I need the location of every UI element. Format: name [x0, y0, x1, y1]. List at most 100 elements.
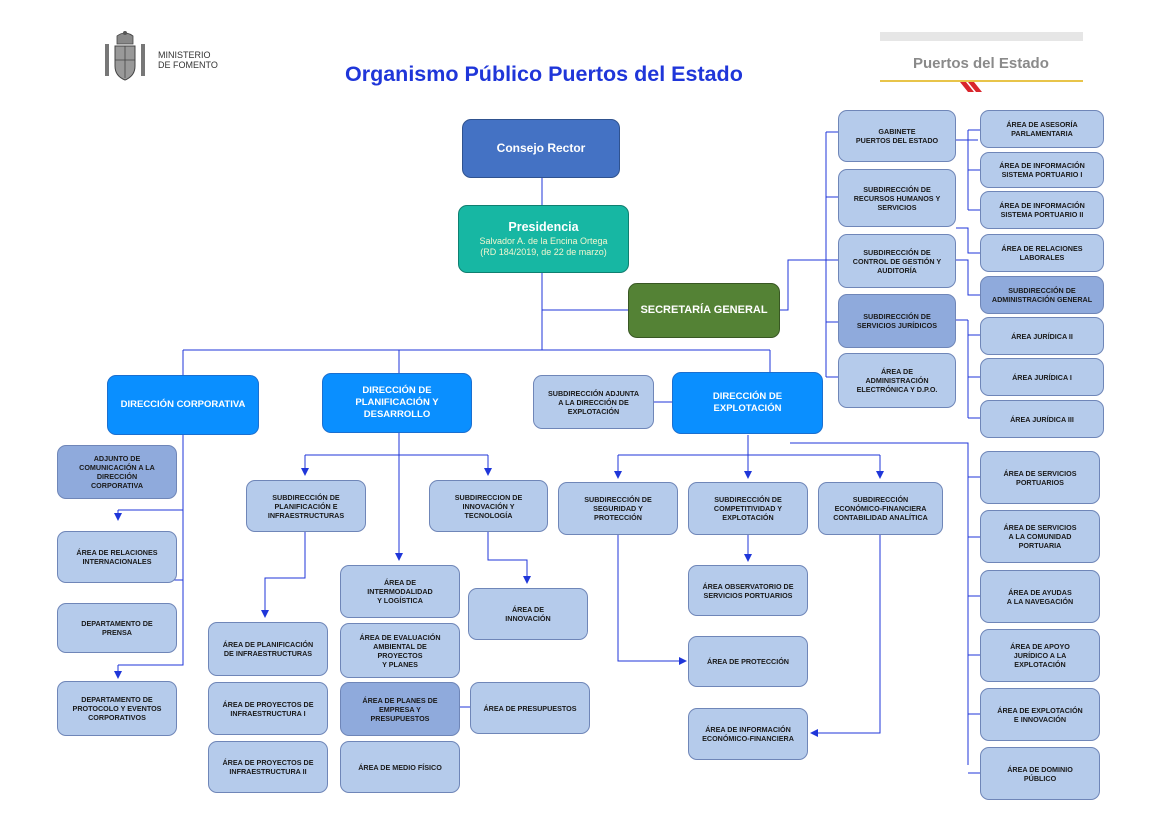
- direccion-corporativa-box: DIRECCIÓN CORPORATIVA: [107, 375, 259, 435]
- coat-of-arms-icon: [105, 31, 145, 81]
- explotacion-area: ÁREA DE INFORMACIÓN ECONÓMICO-FINANCIERA: [688, 708, 808, 760]
- area-label: ÁREA DE PLANIFICACIÓN DE INFRAESTRUCTURA…: [222, 640, 314, 658]
- secretaria-area: SUBDIRECCIÓN DE ADMINISTRACIÓN GENERAL: [980, 276, 1104, 314]
- corporativa-unit: ADJUNTO DE COMUNICACIÓN A LA DIRECCIÓN C…: [57, 445, 177, 499]
- consejo-rector-label: Consejo Rector: [496, 141, 586, 155]
- explotacion-right-area: ÁREA DE DOMINIO PÚBLICO: [980, 747, 1100, 800]
- area-label: ÁREA DE PROTECCIÓN: [707, 657, 789, 666]
- brand-underline: [880, 80, 1083, 82]
- direction-label: DIRECCIÓN DE PLANIFICACIÓN Y DESARROLLO: [355, 385, 439, 420]
- explotacion-right-area: ÁREA DE SERVICIOS A LA COMUNIDAD PORTUAR…: [980, 510, 1100, 563]
- area-label: ÁREA DE PROYECTOS DE INFRAESTRUCTURA II: [222, 758, 314, 776]
- area-label: ÁREA DE APOYO JURÍDICO A LA EXPLOTACIÓN: [1010, 642, 1070, 669]
- explotacion-area: ÁREA OBSERVATORIO DE SERVICIOS PORTUARIO…: [688, 565, 808, 616]
- unit-label: ADJUNTO DE COMUNICACIÓN A LA DIRECCIÓN C…: [79, 454, 155, 490]
- brand-name: Puertos del Estado: [913, 55, 1049, 72]
- subdireccion-planificacion-box: SUBDIRECCIÓN DE PLANIFICACIÓN E INFRAEST…: [246, 480, 366, 532]
- planificacion-area: ÁREA DE MEDIO FÍSICO: [340, 741, 460, 793]
- secretaria-area: ÁREA JURÍDICA I: [980, 358, 1104, 396]
- unit-label: SUBDIRECCIÓN ADJUNTA A LA DIRECCIÓN DE E…: [547, 388, 640, 416]
- unit-label: DEPARTAMENTO DE PROTOCOLO Y EVENTOS CORP…: [72, 695, 162, 722]
- secretaria-area: ÁREA DE INFORMACIÓN SISTEMA PORTUARIO I: [980, 152, 1104, 188]
- direccion-planificacion-box: DIRECCIÓN DE PLANIFICACIÓN Y DESARROLLO: [322, 373, 472, 433]
- area-label: ÁREA DE MEDIO FÍSICO: [358, 762, 442, 772]
- presidencia-name: Salvador A. de la Encina Ortega: [479, 235, 608, 246]
- area-label: ÁREA DE SERVICIOS A LA COMUNIDAD PORTUAR…: [1003, 523, 1077, 550]
- area-label: ÁREA DE PRESUPUESTOS: [483, 703, 577, 713]
- brand-bar: [880, 32, 1083, 41]
- ministry-line-1: MINISTERIO: [158, 50, 211, 60]
- unit-label: DEPARTAMENTO DE PRENSA: [81, 619, 153, 637]
- planificacion-area: ÁREA DE PROYECTOS DE INFRAESTRUCTURA I: [208, 682, 328, 735]
- ministry-name: MINISTERIO DE FOMENTO: [158, 50, 218, 71]
- area-label: ÁREA DE INTERMODALIDAD Y LOGÍSTICA: [367, 578, 433, 605]
- area-label: ÁREA DE INNOVACIÓN: [505, 605, 551, 623]
- unit-label: SUBDIRECCIÓN ECONÓMICO-FINANCIERA CONTAB…: [833, 495, 928, 522]
- explotacion-right-area: ÁREA DE SERVICIOS PORTUARIOS: [980, 451, 1100, 504]
- area-label: ÁREA OBSERVATORIO DE SERVICIOS PORTUARIO…: [702, 581, 794, 600]
- corporativa-unit: ÁREA DE RELACIONES INTERNACIONALES: [57, 531, 177, 583]
- area-label: ÁREA DE AYUDAS A LA NAVEGACIÓN: [1006, 587, 1074, 606]
- subdireccion-adjunta-box: SUBDIRECCIÓN ADJUNTA A LA DIRECCIÓN DE E…: [533, 375, 654, 429]
- explotacion-right-area: ÁREA DE EXPLOTACIÓN E INNOVACIÓN: [980, 688, 1100, 741]
- secretaria-unit: ÁREA DE ADMINISTRACIÓN ELECTRÓNICA Y D.P…: [838, 353, 956, 408]
- subdireccion-competitividad-box: SUBDIRECCIÓN DE COMPETITIVIDAD Y EXPLOTA…: [688, 482, 808, 535]
- ministry-line-2: DE FOMENTO: [158, 60, 218, 71]
- area-label: SUBDIRECCIÓN DE ADMINISTRACIÓN GENERAL: [991, 286, 1093, 304]
- presidencia-box: Presidencia Salvador A. de la Encina Ort…: [458, 205, 629, 273]
- planificacion-area: ÁREA DE PROYECTOS DE INFRAESTRUCTURA II: [208, 741, 328, 793]
- planificacion-area: ÁREA DE PLANES DE EMPRESA Y PRESUPUESTOS: [340, 682, 460, 736]
- area-label: ÁREA DE RELACIONES LABORALES: [1001, 244, 1083, 262]
- subdireccion-economico-box: SUBDIRECCIÓN ECONÓMICO-FINANCIERA CONTAB…: [818, 482, 943, 535]
- unit-label: SUBDIRECCIÓN DE RECURSOS HUMANOS Y SERVI…: [853, 184, 941, 212]
- planificacion-area: ÁREA DE PLANIFICACIÓN DE INFRAESTRUCTURA…: [208, 622, 328, 676]
- secretaria-general-label: SECRETARÍA GENERAL: [640, 303, 768, 316]
- secretaria-area: ÁREA DE INFORMACIÓN SISTEMA PORTUARIO II: [980, 191, 1104, 229]
- area-label: ÁREA DE EXPLOTACIÓN E INNOVACIÓN: [997, 705, 1083, 724]
- subdireccion-innovacion-box: SUBDIRECCION DE INNOVACIÓN Y TECNOLOGÍA: [429, 480, 548, 532]
- area-label: ÁREA DE SERVICIOS PORTUARIOS: [1003, 468, 1077, 487]
- secretaria-unit: GABINETE PUERTOS DEL ESTADO: [838, 110, 956, 162]
- area-label: ÁREA DE INFORMACIÓN SISTEMA PORTUARIO I: [999, 161, 1085, 179]
- unit-label: SUBDIRECCIÓN DE COMPETITIVIDAD Y EXPLOTA…: [713, 495, 783, 522]
- area-label: ÁREA DE INFORMACIÓN SISTEMA PORTUARIO II: [999, 201, 1085, 219]
- explotacion-right-area: ÁREA DE AYUDAS A LA NAVEGACIÓN: [980, 570, 1100, 623]
- direction-label: DIRECCIÓN CORPORATIVA: [120, 399, 246, 411]
- area-label: ÁREA JURÍDICA III: [1010, 414, 1074, 424]
- subdireccion-seguridad-box: SUBDIRECCIÓN DE SEGURIDAD Y PROTECCIÓN: [558, 482, 678, 535]
- unit-label: SUBDIRECCIÓN DE PLANIFICACIÓN E INFRAEST…: [267, 492, 345, 520]
- area-label: ÁREA DE EVALUACIÓN AMBIENTAL DE PROYECTO…: [359, 632, 441, 669]
- planificacion-area: ÁREA DE INTERMODALIDAD Y LOGÍSTICA: [340, 565, 460, 618]
- secretaria-unit: SUBDIRECCIÓN DE SERVICIOS JURÍDICOS: [838, 294, 956, 348]
- unit-label: SUBDIRECCIÓN DE SERVICIOS JURÍDICOS: [856, 312, 938, 330]
- page-title: Organismo Público Puertos del Estado: [345, 62, 743, 86]
- explotacion-right-area: ÁREA DE APOYO JURÍDICO A LA EXPLOTACIÓN: [980, 629, 1100, 682]
- area-label: ÁREA DE PLANES DE EMPRESA Y PRESUPUESTOS: [362, 695, 438, 723]
- planificacion-area: ÁREA DE EVALUACIÓN AMBIENTAL DE PROYECTO…: [340, 623, 460, 678]
- unit-label: SUBDIRECCIÓN DE CONTROL DE GESTIÓN Y AUD…: [852, 247, 942, 275]
- secretaria-area: ÁREA JURÍDICA II: [980, 317, 1104, 355]
- brand-logo-icon: [960, 82, 982, 92]
- presidencia-title: Presidencia: [508, 219, 579, 234]
- consejo-rector-box: Consejo Rector: [462, 119, 620, 178]
- corporativa-unit: DEPARTAMENTO DE PROTOCOLO Y EVENTOS CORP…: [57, 681, 177, 736]
- direction-label: DIRECCIÓN DE EXPLOTACIÓN: [712, 391, 783, 414]
- unit-label: SUBDIRECCIÓN DE SEGURIDAD Y PROTECCIÓN: [584, 495, 652, 522]
- area-label: ÁREA JURÍDICA II: [1011, 331, 1073, 341]
- planificacion-area: ÁREA DE INNOVACIÓN: [468, 588, 588, 640]
- secretaria-general-box: SECRETARÍA GENERAL: [628, 283, 780, 338]
- direccion-explotacion-box: DIRECCIÓN DE EXPLOTACIÓN: [672, 372, 823, 434]
- secretaria-unit: SUBDIRECCIÓN DE CONTROL DE GESTIÓN Y AUD…: [838, 234, 956, 288]
- secretaria-area: ÁREA DE RELACIONES LABORALES: [980, 234, 1104, 272]
- planificacion-area: ÁREA DE PRESUPUESTOS: [470, 682, 590, 734]
- unit-label: SUBDIRECCION DE INNOVACIÓN Y TECNOLOGÍA: [454, 492, 523, 520]
- unit-label: ÁREA DE ADMINISTRACIÓN ELECTRÓNICA Y D.P…: [856, 367, 938, 394]
- area-label: ÁREA JURÍDICA I: [1012, 372, 1072, 382]
- area-label: ÁREA DE ASESORÍA PARLAMENTARIA: [1006, 120, 1078, 138]
- area-label: ÁREA DE INFORMACIÓN ECONÓMICO-FINANCIERA: [702, 725, 794, 743]
- explotacion-area: ÁREA DE PROTECCIÓN: [688, 636, 808, 687]
- corporativa-unit: DEPARTAMENTO DE PRENSA: [57, 603, 177, 653]
- unit-label: GABINETE PUERTOS DEL ESTADO: [855, 127, 939, 145]
- presidencia-decree: (RD 184/2019, de 22 de marzo): [480, 246, 607, 257]
